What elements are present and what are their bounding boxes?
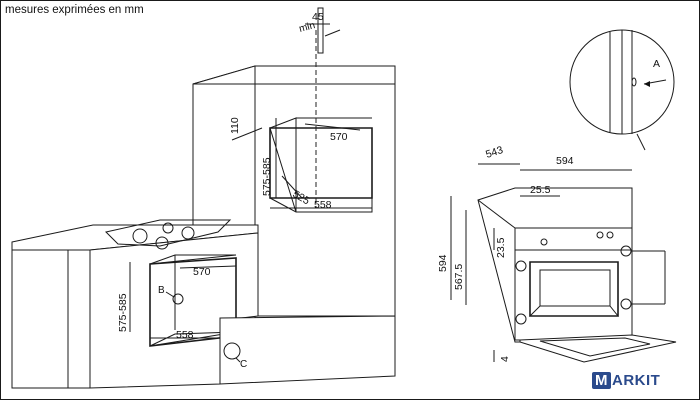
- dimension-lines-right: [450, 163, 632, 362]
- dim-bottom-gap: 4: [499, 356, 511, 362]
- dim-base-width: 570: [193, 266, 211, 278]
- callout-b-label: B: [158, 285, 165, 296]
- detail-a-magnifier: [569, 29, 675, 151]
- dim-top-gap-min: min: [298, 20, 316, 35]
- dim-oven-depth: 543: [484, 144, 505, 161]
- dim-base-opening: 558: [176, 329, 194, 341]
- callout-c-label: C: [240, 359, 247, 370]
- plinth: [219, 315, 396, 385]
- dim-column-width: 570: [330, 131, 348, 143]
- oven-detail: [477, 187, 677, 363]
- dim-base-height: 575-585: [117, 293, 129, 332]
- dim-oven-width: 594: [556, 155, 574, 167]
- dim-side-gap: 110: [229, 117, 241, 134]
- dim-oven-height: 594: [437, 254, 449, 272]
- callout-b-marker: [172, 293, 184, 305]
- dim-panel: 25.5: [530, 184, 551, 196]
- dim-front-offset: 23.5: [495, 237, 507, 258]
- dim-column-opening: 558: [314, 199, 332, 211]
- dim-column-height: 575-585: [261, 157, 273, 196]
- units-caption: mesures exprimées en mm: [5, 4, 144, 16]
- callout-c-marker: [223, 342, 241, 360]
- detail-a-label: A: [653, 58, 660, 70]
- dimension-lines-left: [129, 23, 372, 339]
- dim-body-height: 567.5: [453, 264, 465, 290]
- dim-top-gap: 45: [312, 11, 324, 23]
- base-cabinet: [11, 219, 259, 389]
